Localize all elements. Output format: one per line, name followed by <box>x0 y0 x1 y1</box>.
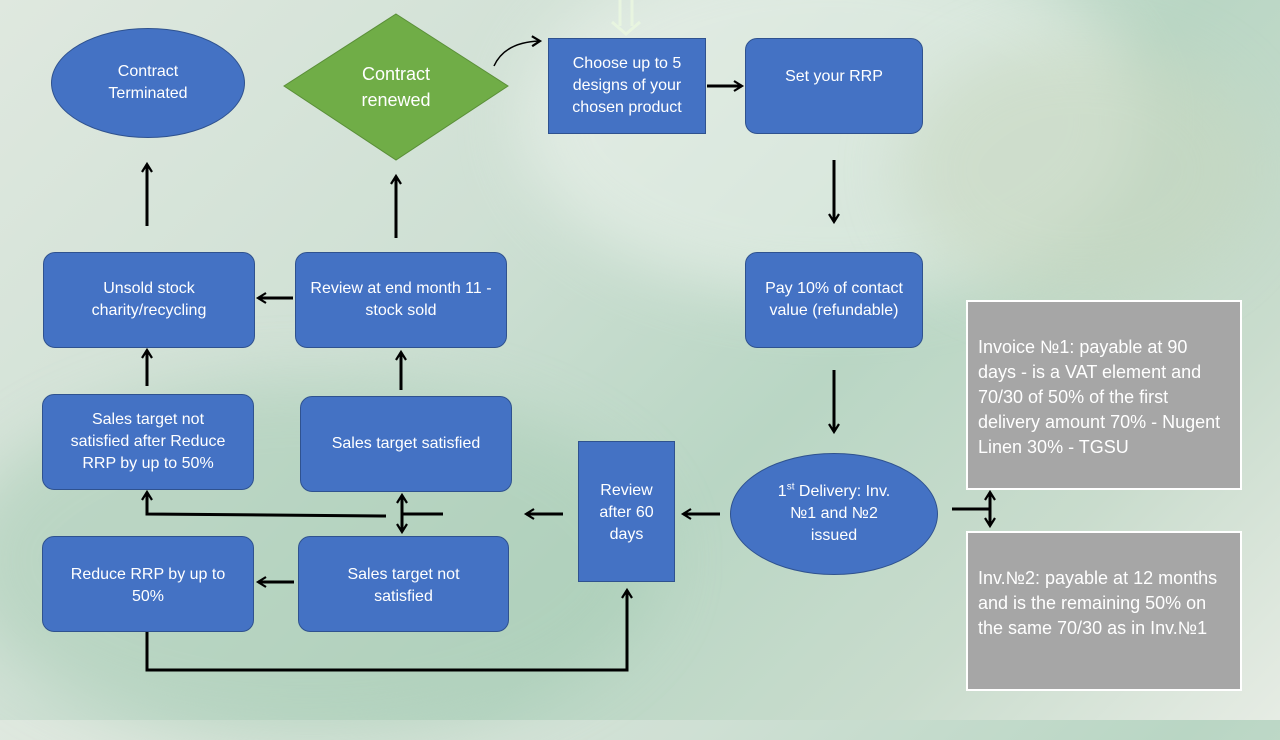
sales-target-satisfied-label: Sales target satisfied <box>331 435 481 452</box>
contract-terminated-label: Contract Terminated <box>108 63 188 102</box>
first-delivery-label: 1st Delivery: Inv. №1 and №2 issued <box>769 481 899 547</box>
first-delivery-node: 1st Delivery: Inv. №1 and №2 issued <box>730 453 938 575</box>
contract-renewed-diamond <box>283 13 509 161</box>
contract-renewed-label-wrap: Contract renewed <box>330 52 462 122</box>
arrow-renewed-to-designs <box>493 35 543 67</box>
pay-deposit-node: Pay 10% of contact value (refundable) <box>745 252 923 348</box>
unsold-stock-node: Unsold stock charity/recycling <box>43 252 255 348</box>
arrow-fork-to-not-satisfied-after <box>141 489 387 518</box>
arrow-reduce-to-review60 <box>145 587 633 672</box>
review-month-11-node: Review at end month 11 - stock sold <box>295 252 507 348</box>
contract-terminated-node: Contract Terminated <box>51 28 245 138</box>
first-delivery-superscript: st <box>786 481 795 493</box>
sales-not-satisfied-after-reduce-label: Sales target not satisfied after Reduce … <box>70 411 226 472</box>
review-60-days-label: Review after 60 days <box>599 482 654 543</box>
first-delivery-text: Delivery: Inv. №1 and №2 issued <box>790 483 891 544</box>
background-glow <box>900 40 1260 300</box>
connector-layer <box>141 0 996 672</box>
reduce-rrp-label: Reduce RRP by up to 50% <box>70 566 226 605</box>
pay-deposit-label: Pay 10% of contact value (refundable) <box>765 280 903 319</box>
set-rrp-node: Set your RRP <box>745 38 923 134</box>
first-delivery-number: 1 <box>777 483 787 500</box>
set-rrp-label: Set your RRP <box>785 68 883 85</box>
sales-target-not-satisfied-node: Sales target not satisfied <box>298 536 509 632</box>
reduce-rrp-node: Reduce RRP by up to 50% <box>42 536 254 632</box>
choose-designs-label: Choose up to 5 designs of your chosen pr… <box>572 55 682 116</box>
review-month-11-label: Review at end month 11 - stock sold <box>310 280 492 319</box>
choose-designs-node: Choose up to 5 designs of your chosen pr… <box>548 38 706 134</box>
unsold-stock-label: Unsold stock charity/recycling <box>91 280 207 319</box>
contract-renewed-label: Contract renewed <box>361 64 431 110</box>
invoice-1-text: Invoice №1: payable at 90 days - is a VA… <box>978 337 1221 457</box>
review-60-days-node: Review after 60 days <box>578 441 675 582</box>
sales-not-satisfied-after-reduce-node: Sales target not satisfied after Reduce … <box>42 394 254 490</box>
sales-target-satisfied-node: Sales target satisfied <box>300 396 512 492</box>
invoice-2-text: Inv.№2: payable at 12 months and is the … <box>978 568 1218 638</box>
sales-target-not-satisfied-label: Sales target not satisfied <box>347 566 460 605</box>
invoice-1-note: Invoice №1: payable at 90 days - is a VA… <box>966 300 1242 490</box>
invoice-2-note: Inv.№2: payable at 12 months and is the … <box>966 531 1242 691</box>
incoming-arrow-icon <box>611 0 641 36</box>
